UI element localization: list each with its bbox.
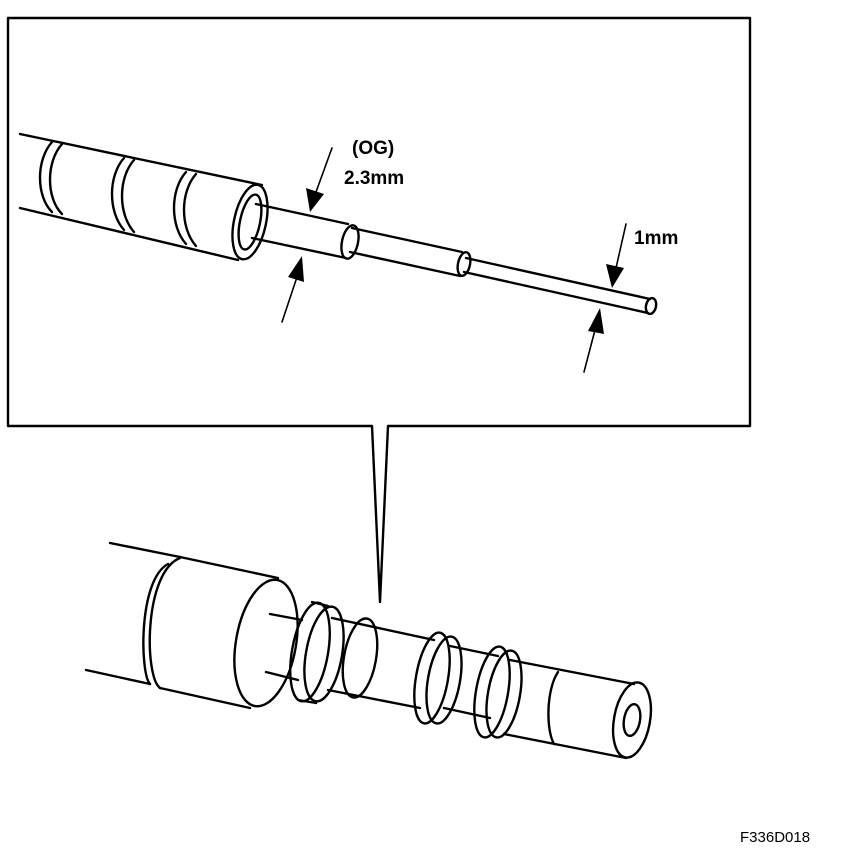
- inner-size-label: 1mm: [634, 228, 678, 249]
- og-size-label: 2.3mm: [344, 168, 404, 189]
- figure-code: F336D018: [740, 829, 810, 846]
- og-label: (OG): [352, 138, 394, 159]
- magnified-view: [18, 132, 658, 373]
- overview-view: [84, 541, 653, 760]
- callout-frame: [6, 16, 752, 604]
